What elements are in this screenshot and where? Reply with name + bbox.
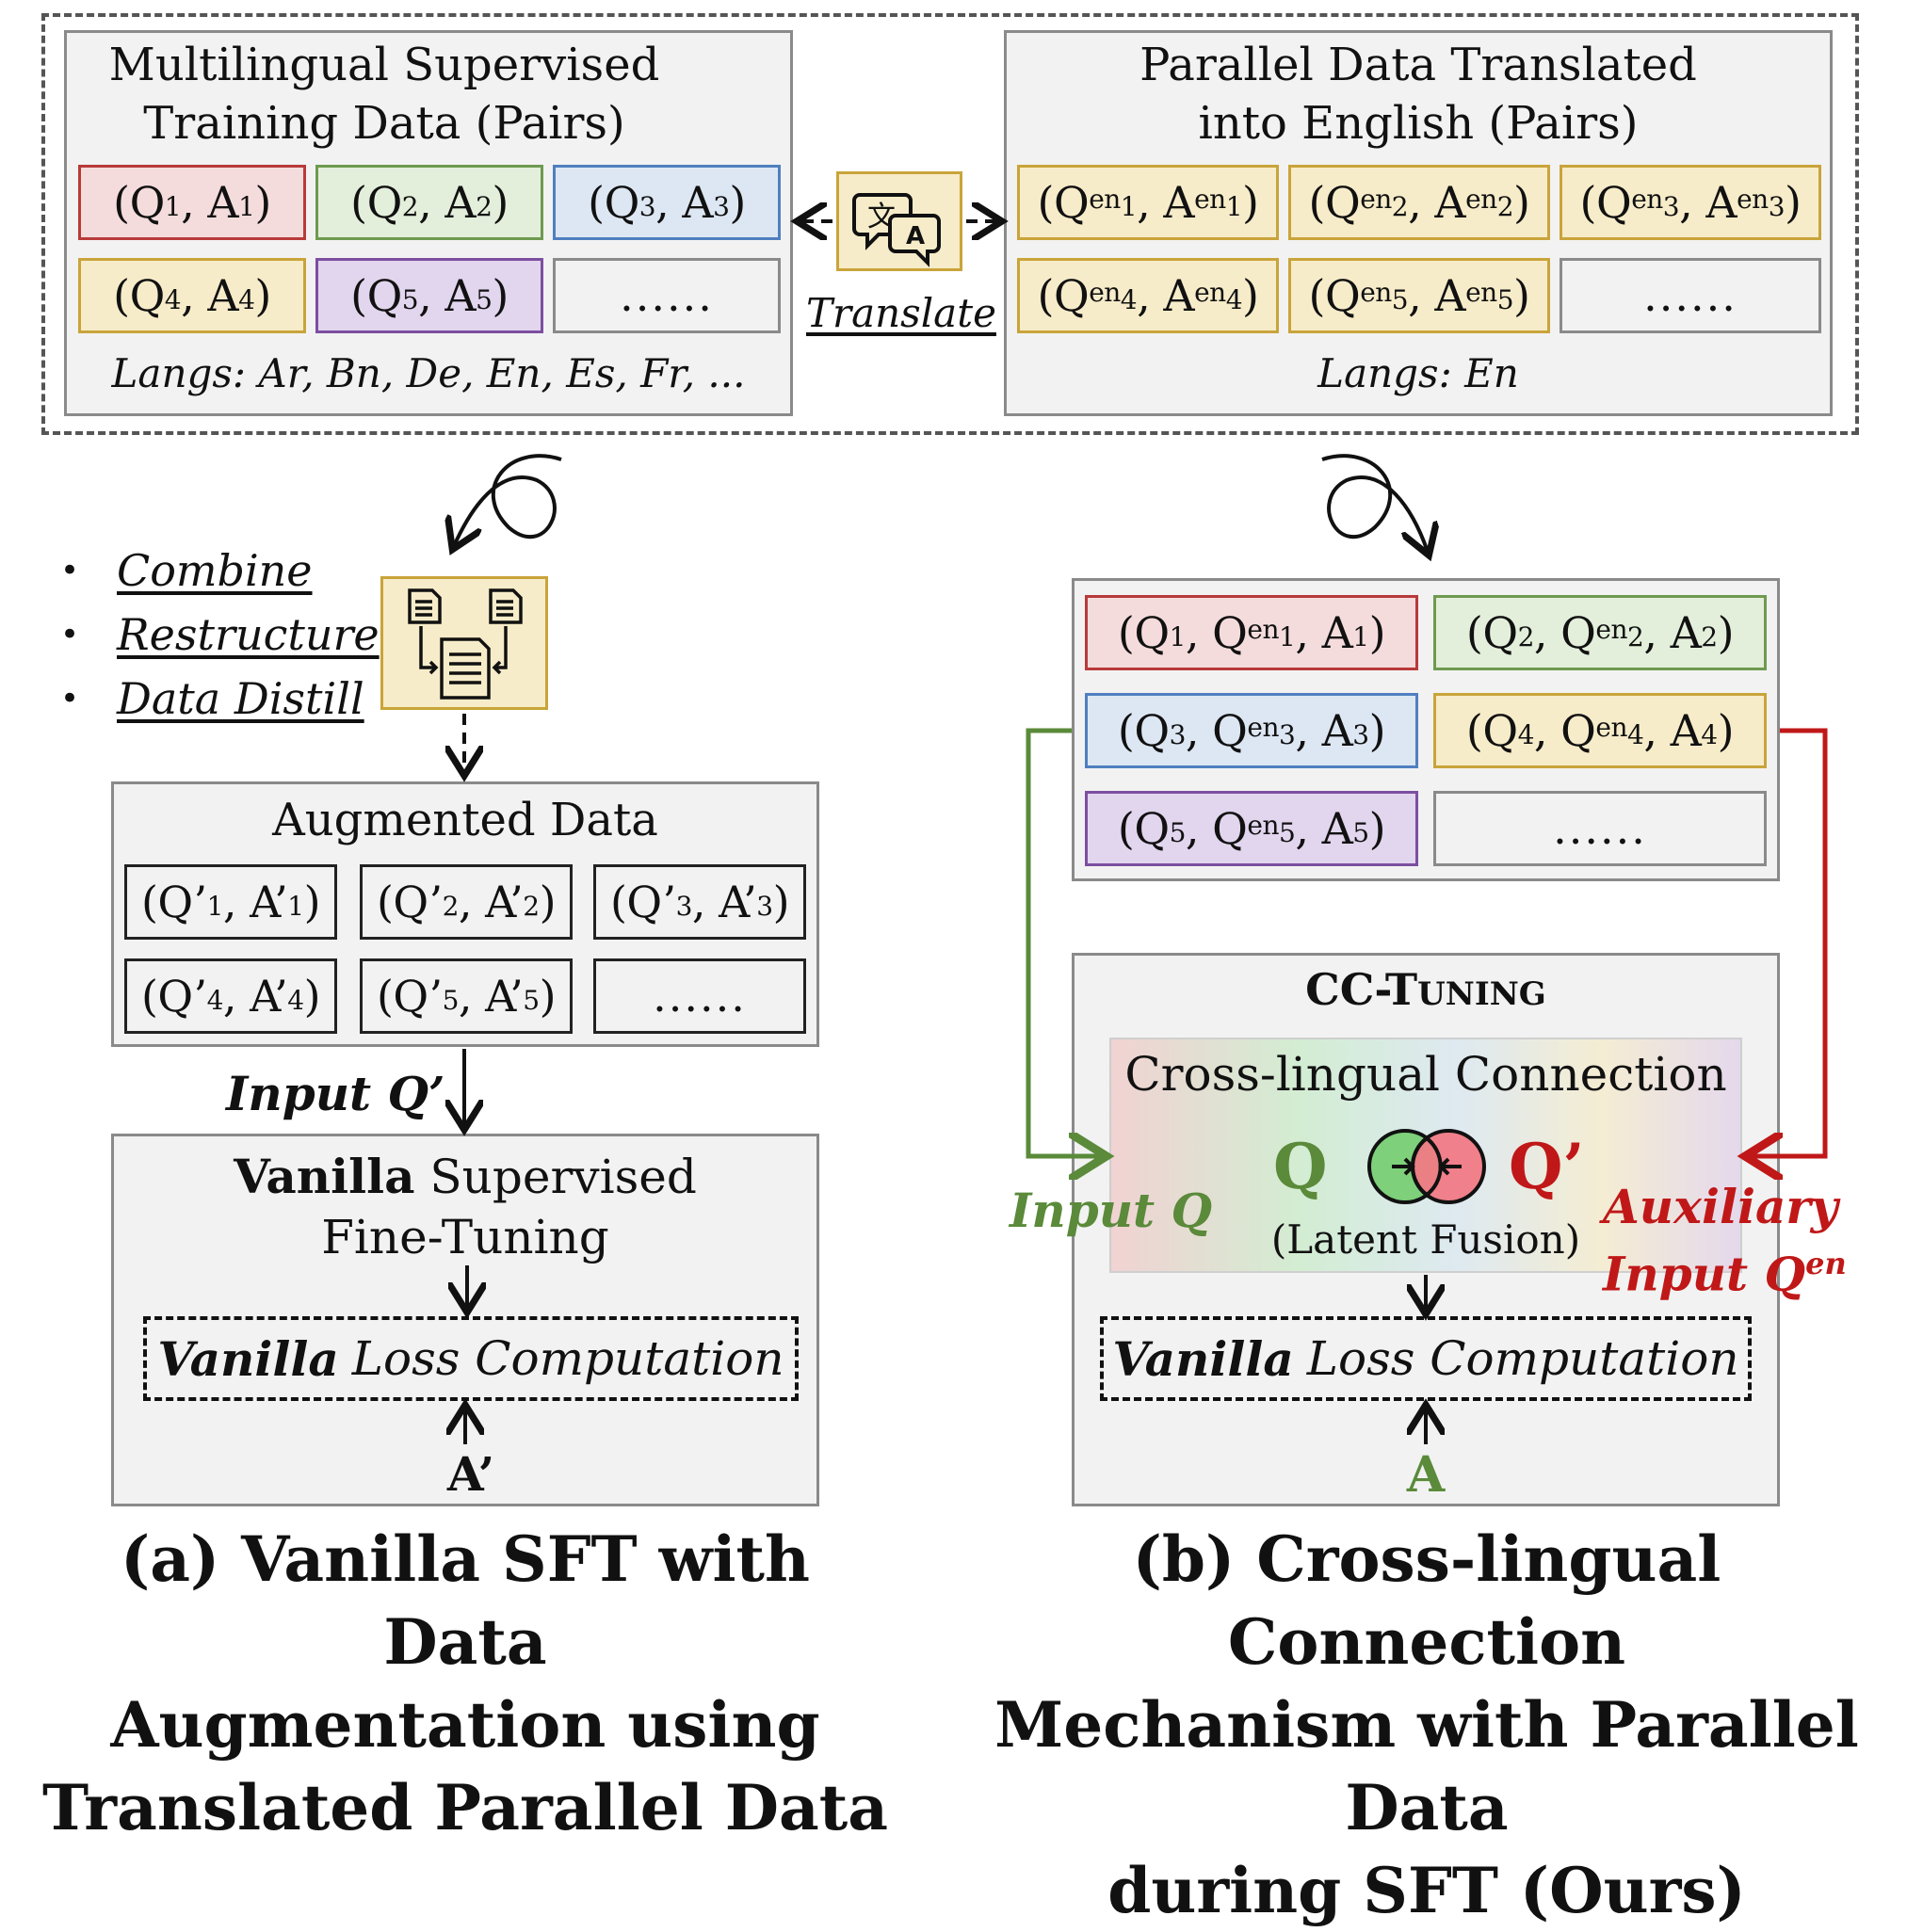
translate-label: Translate	[806, 290, 996, 336]
english-langs: Langs: En	[1317, 350, 1519, 396]
aug-pair-3: (Q’3, A’3)	[593, 864, 806, 940]
multilingual-training-title: Multilingual Supervised Training Data (P…	[108, 39, 660, 150]
auxiliary-connector	[1750, 728, 1828, 1156]
vanilla-sft-title: Vanilla Supervised Fine-Tuning	[234, 1149, 697, 1264]
augment-ops-list: •Combine •Restructure •Data Distill	[60, 539, 380, 731]
q-right-label: Q’	[1509, 1130, 1585, 1203]
augment-op-combine: •Combine	[60, 545, 313, 596]
caption-b: (b) Cross-lingual Connection Mechanism w…	[994, 1522, 1859, 1927]
aug-pair-5: (Q’5, A’5)	[360, 958, 573, 1034]
target-a-prime: A’	[446, 1446, 495, 1502]
input-q-label: Input Q	[1010, 1183, 1213, 1238]
augmented-data-title: Augmented Data	[272, 794, 658, 846]
aug-pair-ellipsis: ......	[593, 958, 806, 1034]
input-q-connector	[1026, 728, 1102, 1156]
connector-arrows	[0, 0, 1828, 1444]
input-q-prime-label: Input Q’	[226, 1066, 445, 1121]
q-left-label: Q	[1273, 1130, 1328, 1203]
curly-arrow-left	[454, 454, 562, 546]
en-pair-ellipsis: ......	[1560, 258, 1821, 333]
parallel-english-title: Parallel Data Translated into English (P…	[1139, 39, 1697, 150]
pair-ellipsis: ......	[553, 258, 781, 333]
svg-text:A: A	[906, 222, 925, 250]
augment-op-distill: •Data Distill	[60, 673, 364, 724]
latent-fusion-label: (Latent Fusion)	[1270, 1216, 1581, 1263]
translate-icon: 文 A	[836, 171, 962, 271]
top-dashed-frame	[41, 13, 1859, 435]
aug-pair-1: (Q’1, A’1)	[124, 864, 337, 940]
cross-lingual-connection-title: Cross-lingual Connection	[1124, 1047, 1727, 1102]
cc-tuning-title: CC-TUNING	[1305, 964, 1546, 1015]
caption-a: (a) Vanilla SFT with Data Augmentation u…	[41, 1522, 889, 1844]
target-a: A	[1406, 1446, 1446, 1504]
curly-arrow-right	[1321, 454, 1428, 552]
triple-ellipsis: ......	[1433, 791, 1767, 866]
auxiliary-input-label: Auxiliary Input Qen	[1603, 1179, 1847, 1302]
aug-pair-2: (Q’2, A’2)	[360, 864, 573, 940]
aug-pair-4: (Q’4, A’4)	[124, 958, 337, 1034]
documents-merge-icon	[380, 576, 548, 710]
augment-op-restructure: •Restructure	[60, 609, 380, 660]
multilingual-langs: Langs: Ar, Bn, De, En, Es, Fr, ...	[111, 350, 746, 396]
latent-fusion-icon	[1356, 1124, 1497, 1209]
